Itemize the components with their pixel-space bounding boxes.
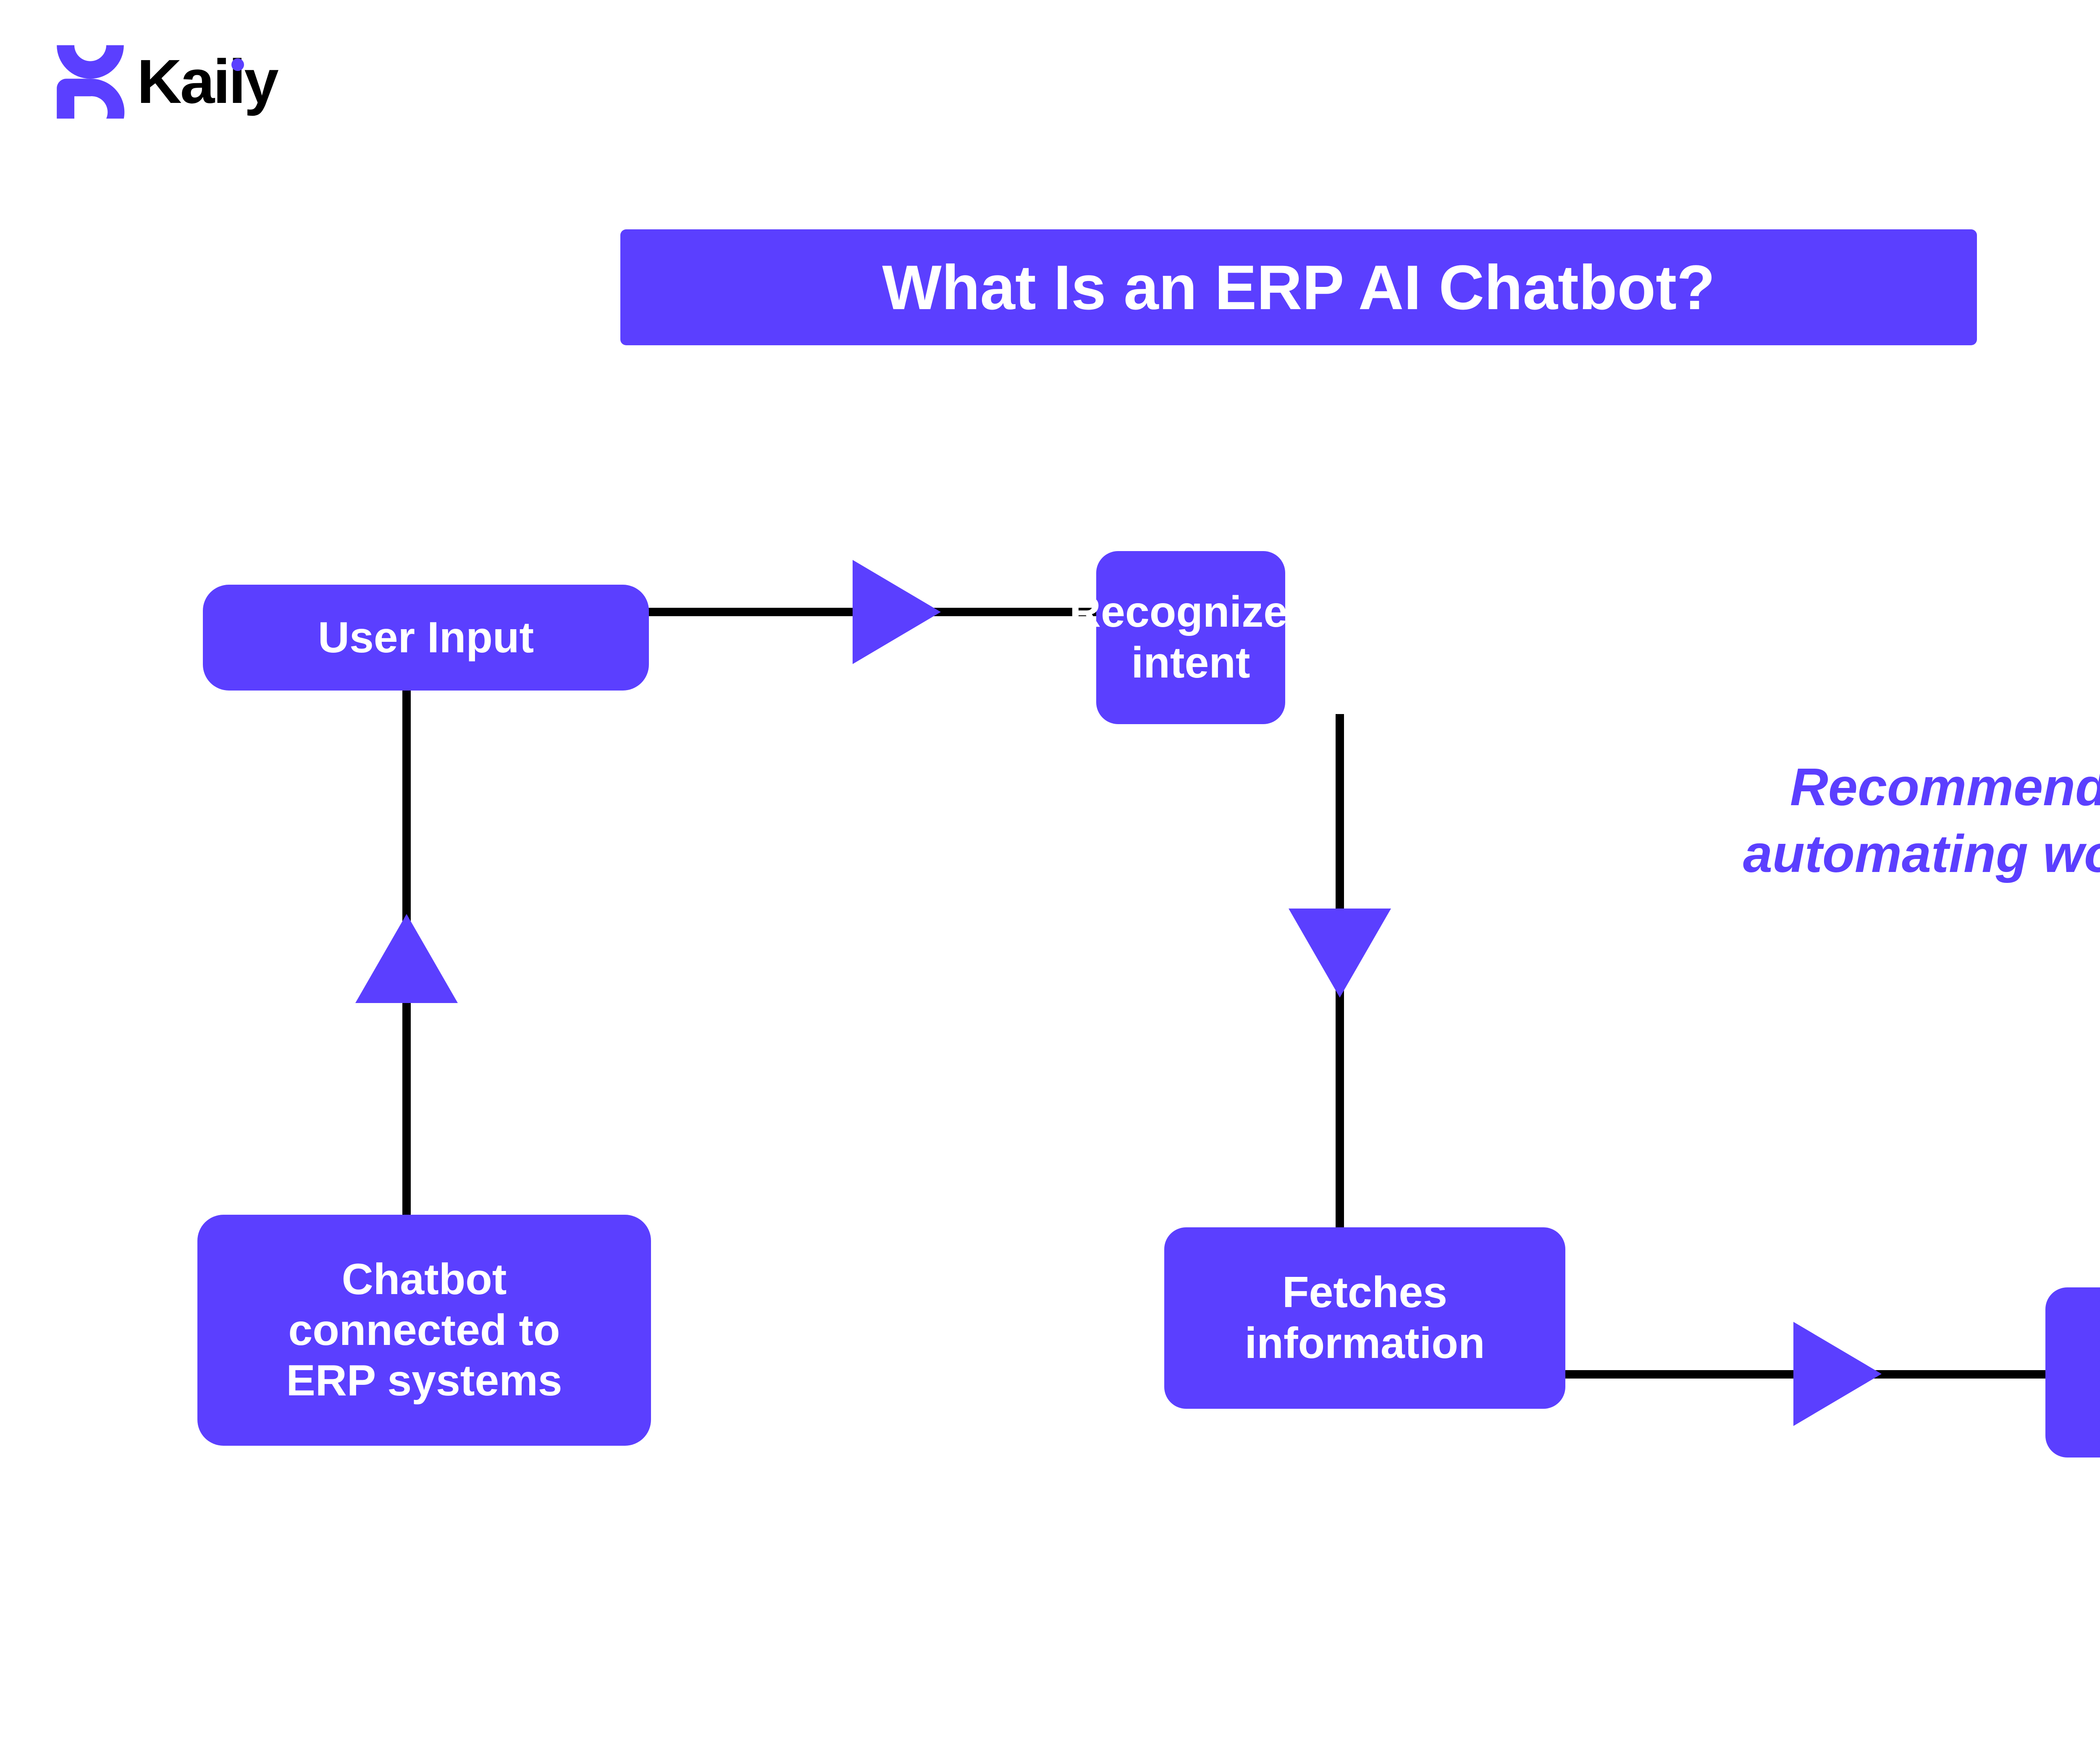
- flow-node-label: User Input: [318, 613, 534, 662]
- brand-logo[interactable]: Kaily: [50, 42, 279, 122]
- brand-name: Kaily: [137, 47, 279, 116]
- flow-node-user-input[interactable]: User Input: [203, 585, 649, 691]
- flow-node-fetches-information[interactable]: Fetches information: [1164, 1227, 1565, 1409]
- arrow-right-icon: [1793, 1322, 1882, 1426]
- arrow-down-icon: [1289, 909, 1391, 998]
- flow-node-label: Chatbot connected to ERP systems: [286, 1255, 562, 1405]
- page-title-banner: What Is an ERP AI Chatbot?: [620, 229, 1977, 345]
- flow-node-generates-response[interactable]: Generates response: [2045, 1287, 2100, 1458]
- logo-dot-accent: [231, 58, 244, 71]
- page-title: What Is an ERP AI Chatbot?: [882, 252, 1715, 323]
- arrow-up-icon: [355, 914, 458, 1003]
- kaily-x-logo-icon: [50, 42, 130, 122]
- arrow-right-icon: [853, 560, 941, 664]
- flow-node-recognizes-intent[interactable]: Recognizes intent: [1069, 551, 1312, 724]
- flow-node-label: Recognizes intent: [1069, 588, 1312, 687]
- flow-node-label: Fetches information: [1244, 1268, 1485, 1368]
- recommendation-note: Recommended for automating workflows: [1743, 757, 2100, 883]
- flow-node-chatbot-connected-to-erp-systems[interactable]: Chatbot connected to ERP systems: [197, 1215, 651, 1446]
